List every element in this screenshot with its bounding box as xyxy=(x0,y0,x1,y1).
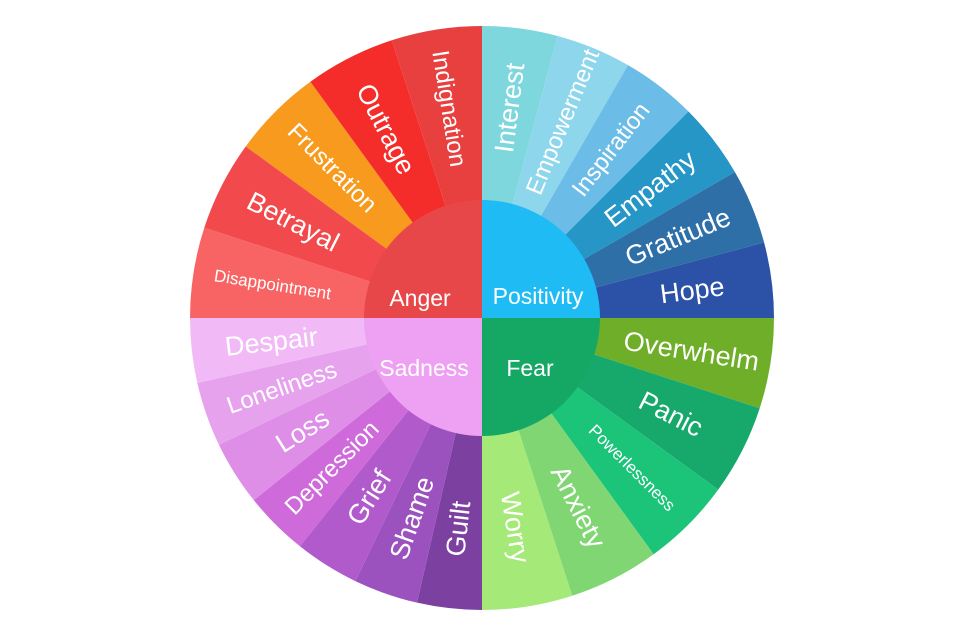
core-fear xyxy=(482,318,600,436)
core-label-anger: Anger xyxy=(389,285,451,311)
core-label-sadness: Sadness xyxy=(379,355,469,381)
core-label-positivity: Positivity xyxy=(493,283,584,309)
core-positivity xyxy=(482,200,600,318)
segment-label-guilt: Guilt xyxy=(440,499,476,558)
core-anger xyxy=(364,200,482,318)
core-label-fear: Fear xyxy=(506,355,554,381)
core-sadness xyxy=(364,318,482,436)
wheel-core-quadrants xyxy=(364,200,600,436)
